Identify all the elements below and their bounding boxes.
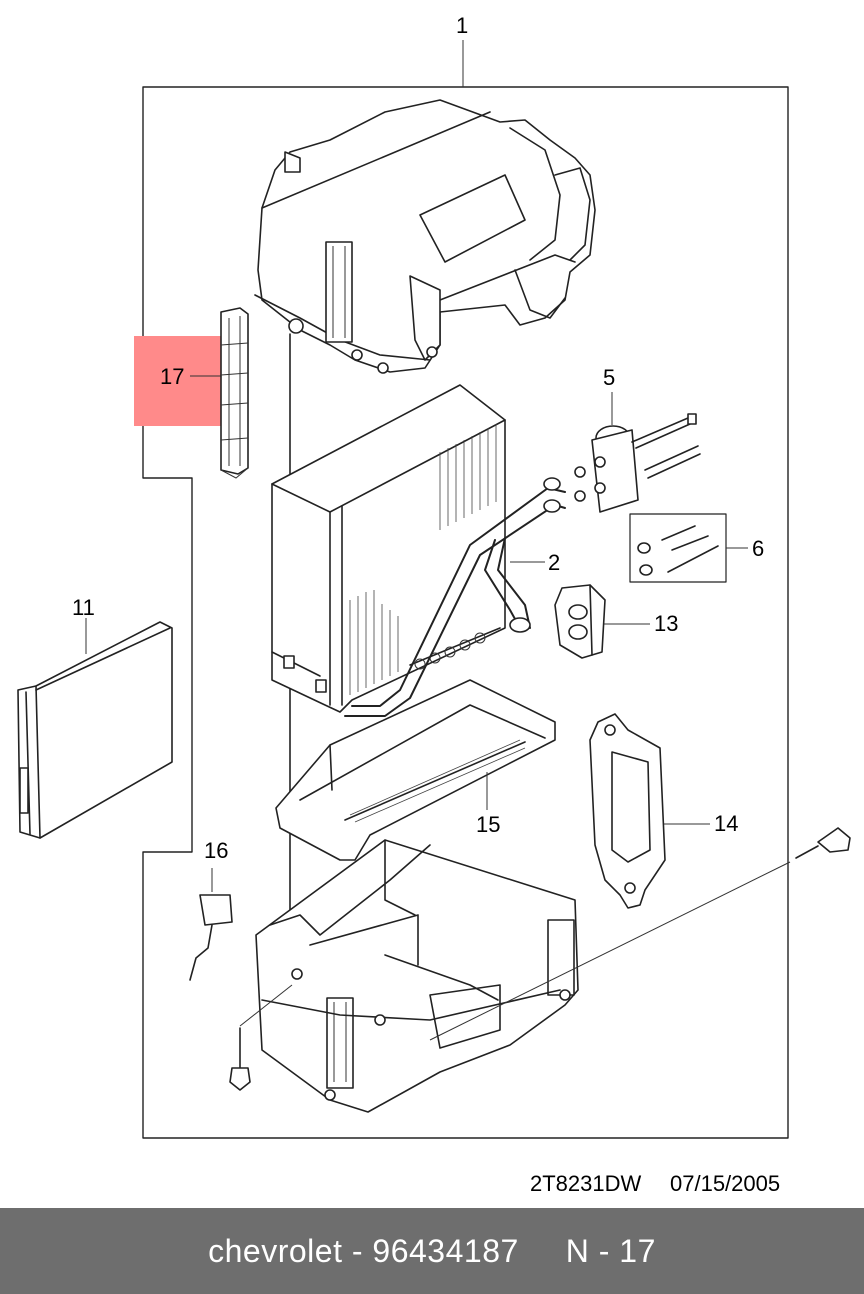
callout-1: 1 [456, 13, 468, 38]
screw-right-leader [429, 861, 791, 1041]
diagram-position: N - 17 [565, 1232, 656, 1269]
part-16-sensor[interactable] [189, 868, 233, 981]
drawing-code: 2T8231DW [530, 1171, 642, 1196]
callout-5: 5 [603, 365, 615, 390]
highlight-part-17[interactable] [134, 336, 224, 426]
part-5-expansion-valve[interactable] [574, 392, 701, 513]
callout-16: 16 [204, 838, 228, 863]
part-info-bar: chevrolet - 96434187 N - 17 [0, 1208, 864, 1294]
part-number: 96434187 [372, 1232, 519, 1269]
separator: - [342, 1232, 373, 1269]
part-2-evaporator-core[interactable] [271, 384, 566, 717]
part-6-seal-kit[interactable] [629, 513, 727, 583]
spacer [519, 1233, 566, 1269]
parts-diagram: 1 17 [17, 13, 851, 1196]
callout-15: 15 [476, 812, 500, 837]
callout-11: 11 [72, 595, 95, 620]
part-14-gasket[interactable] [589, 713, 666, 909]
part-15-drain-tray[interactable] [275, 679, 556, 861]
callout-6: 6 [752, 536, 764, 561]
part-17-filter-door[interactable] [220, 307, 249, 479]
part-lower-case[interactable] [255, 839, 579, 1113]
brand-name: chevrolet [208, 1232, 343, 1269]
part-13-grommet[interactable] [554, 584, 606, 659]
callout-17: 17 [160, 364, 184, 389]
callout-13: 13 [654, 611, 678, 636]
assembly-frame [142, 86, 789, 1139]
drawing-date: 07/15/2005 [670, 1171, 780, 1196]
part-1-upper-housing[interactable] [254, 99, 596, 374]
callout-14: 14 [714, 811, 738, 836]
part-info-text: chevrolet - 96434187 N - 17 [208, 1233, 656, 1270]
screw-left[interactable] [229, 984, 293, 1091]
screw-right[interactable] [795, 827, 851, 859]
callout-2: 2 [548, 550, 560, 575]
part-11-cabin-filter[interactable] [17, 621, 173, 839]
